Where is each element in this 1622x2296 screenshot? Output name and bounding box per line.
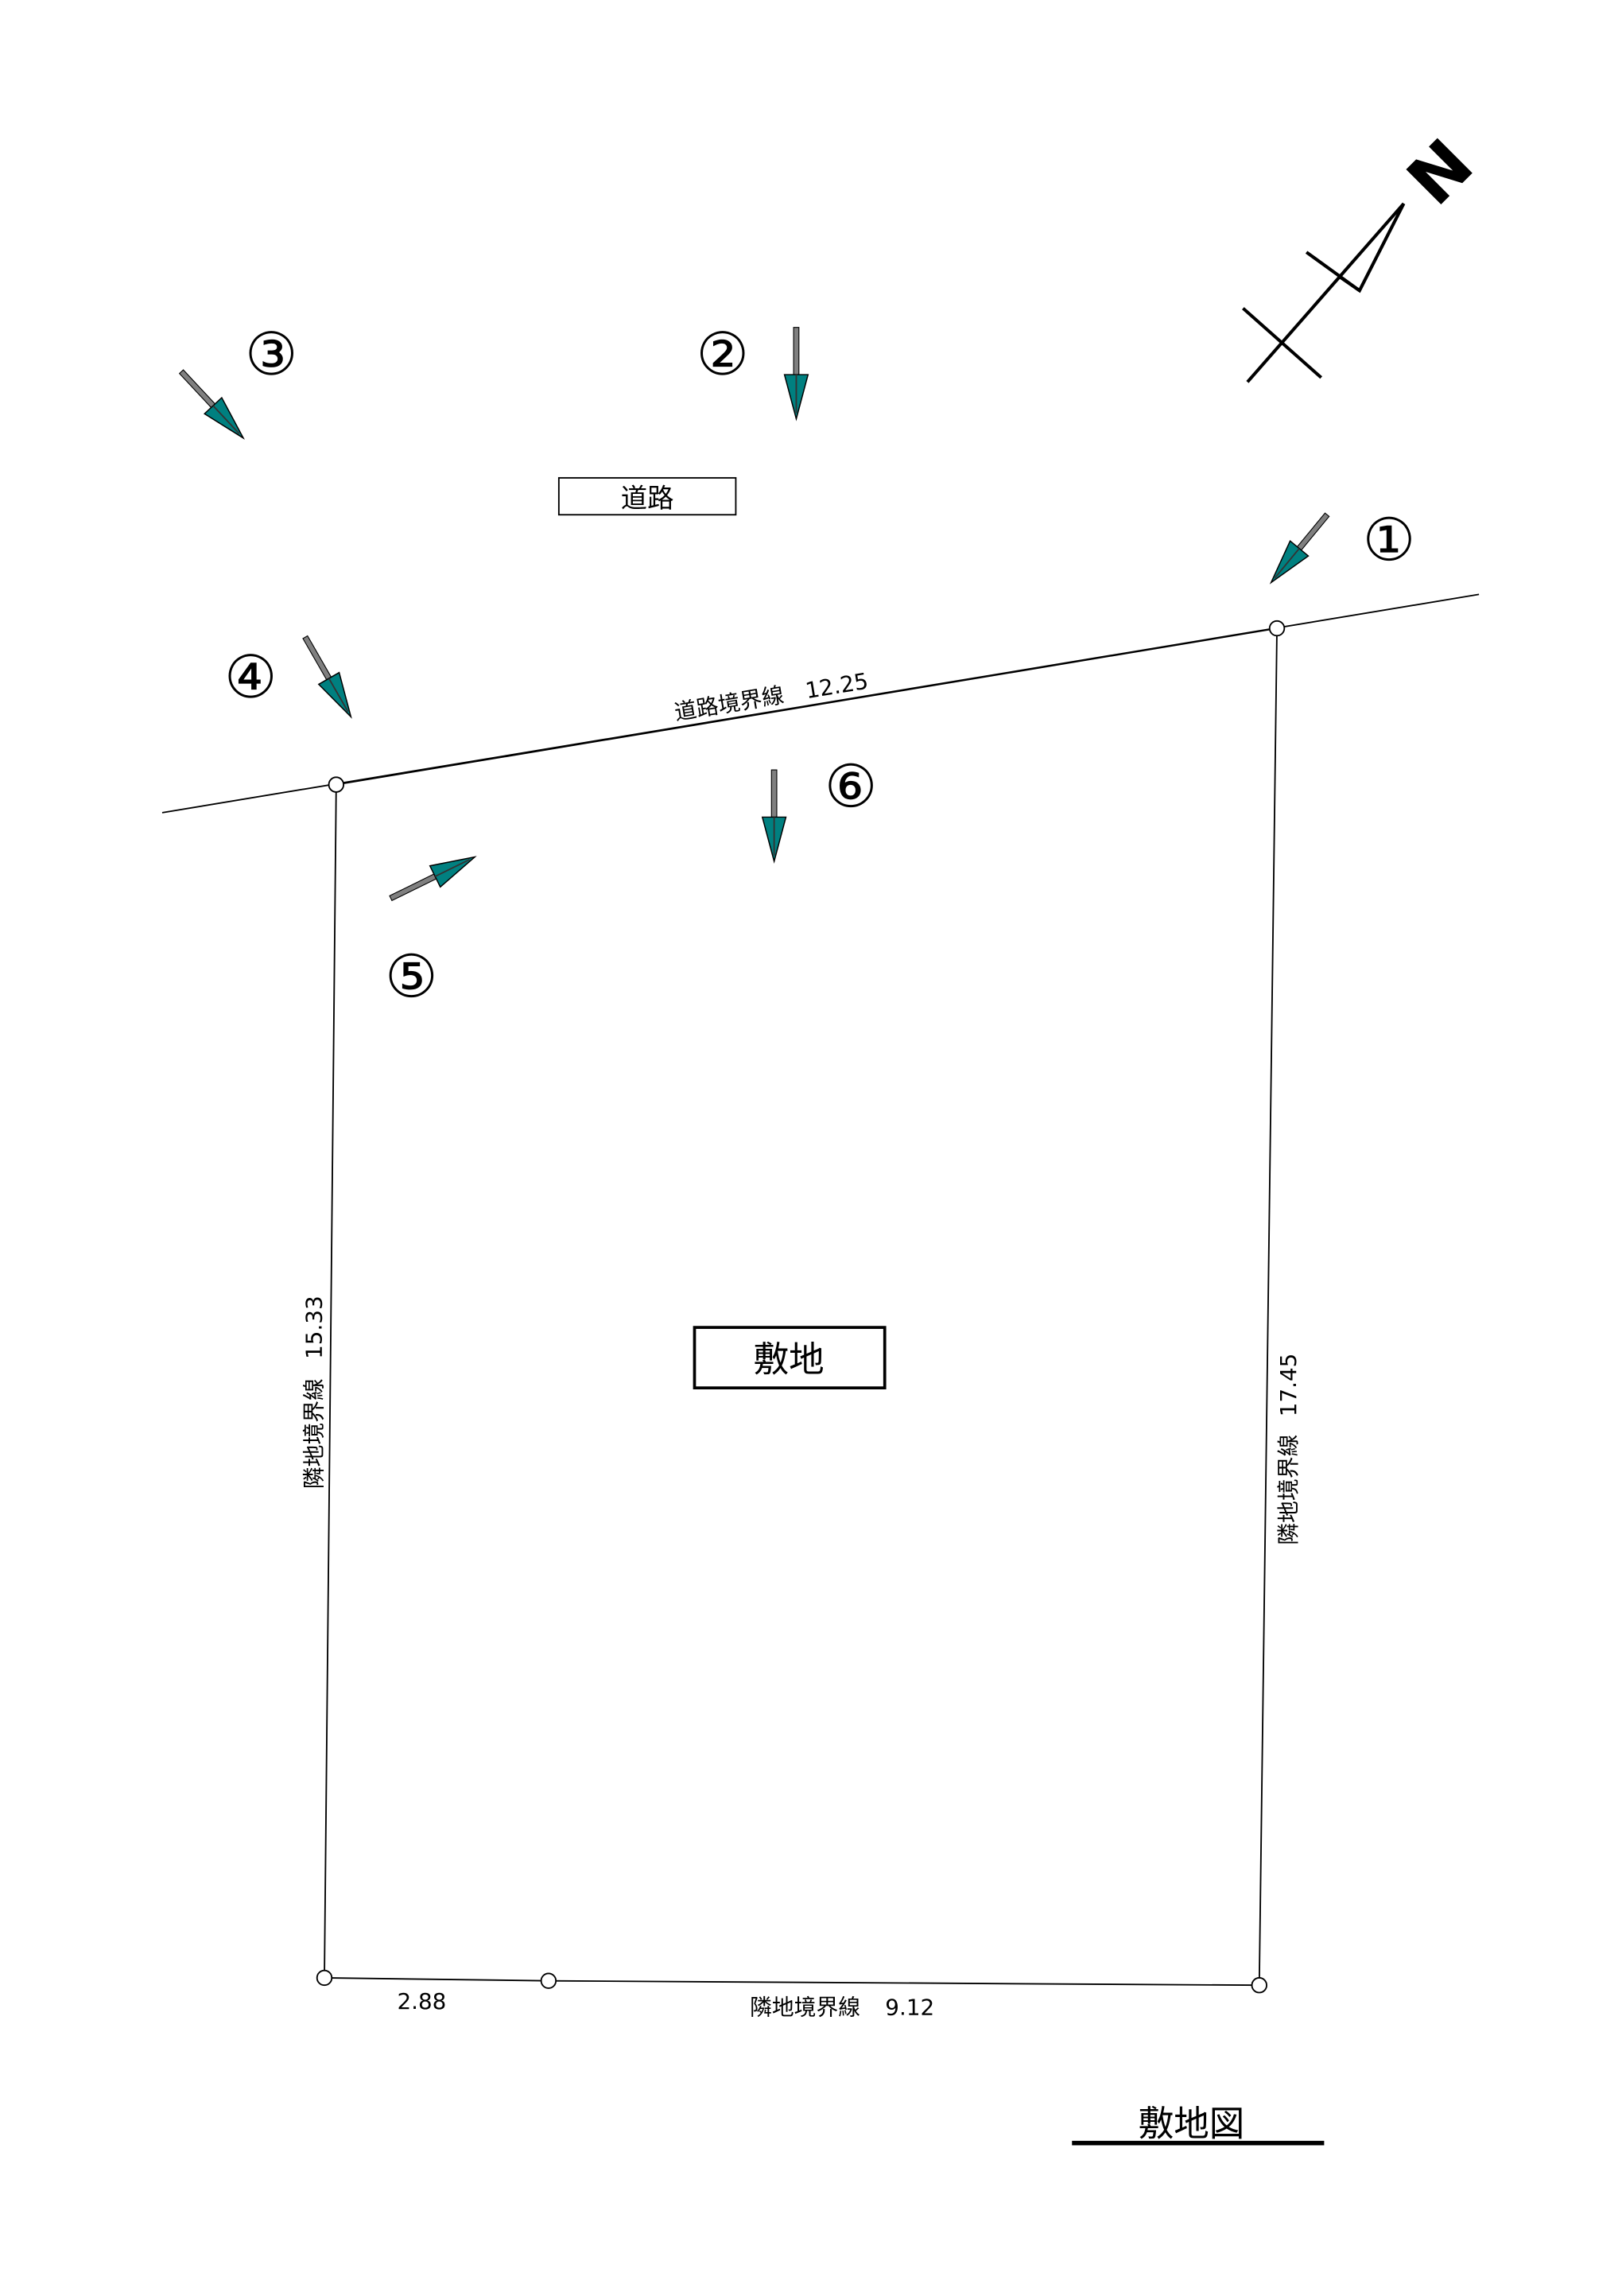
site-label-box (693, 1326, 887, 1389)
viewpoint-arrow-icon-2 (783, 327, 809, 422)
north-arrow-icon (1242, 202, 1406, 383)
viewpoint-1: ① (1363, 507, 1416, 575)
viewpoint-arrow-icon-1 (1269, 512, 1330, 585)
viewpoint-arrow-icon-4 (302, 635, 352, 719)
viewpoint-6: ⑥ (825, 752, 878, 821)
road-boundary-length: 12.25 (804, 668, 871, 705)
right-boundary-label: 隣地境界線 (1275, 1435, 1302, 1545)
viewpoint-arrow-icon-6 (761, 769, 787, 864)
left-boundary-label: 隣地境界線 (301, 1378, 327, 1489)
bottom-short-length: 2.88 (397, 1988, 446, 2014)
north-label: N (1393, 125, 1488, 220)
left-boundary-length: 15.33 (301, 1296, 327, 1359)
viewpoint-5: ⑤ (385, 943, 438, 1012)
site-boundary (324, 627, 1278, 1987)
viewpoint-arrow-icon-3 (178, 369, 245, 440)
viewpoint-arrow-icon-5 (389, 856, 477, 902)
boundary-points (316, 620, 1286, 1994)
site-label: 敷地 (754, 1340, 825, 1381)
road-label-box (557, 476, 737, 516)
viewpoint-4: ④ (224, 643, 277, 712)
road-label: 道路 (621, 483, 674, 514)
viewpoint-3: ③ (245, 321, 298, 389)
bottom-boundary-length: 9.12 (885, 1994, 934, 2020)
viewpoint-2: ② (696, 321, 749, 389)
drawing-title: 敷地図 (1139, 2104, 1245, 2144)
right-boundary-length: 17.45 (1275, 1354, 1302, 1417)
bottom-boundary-label: 隣地境界線 (750, 1994, 860, 2020)
